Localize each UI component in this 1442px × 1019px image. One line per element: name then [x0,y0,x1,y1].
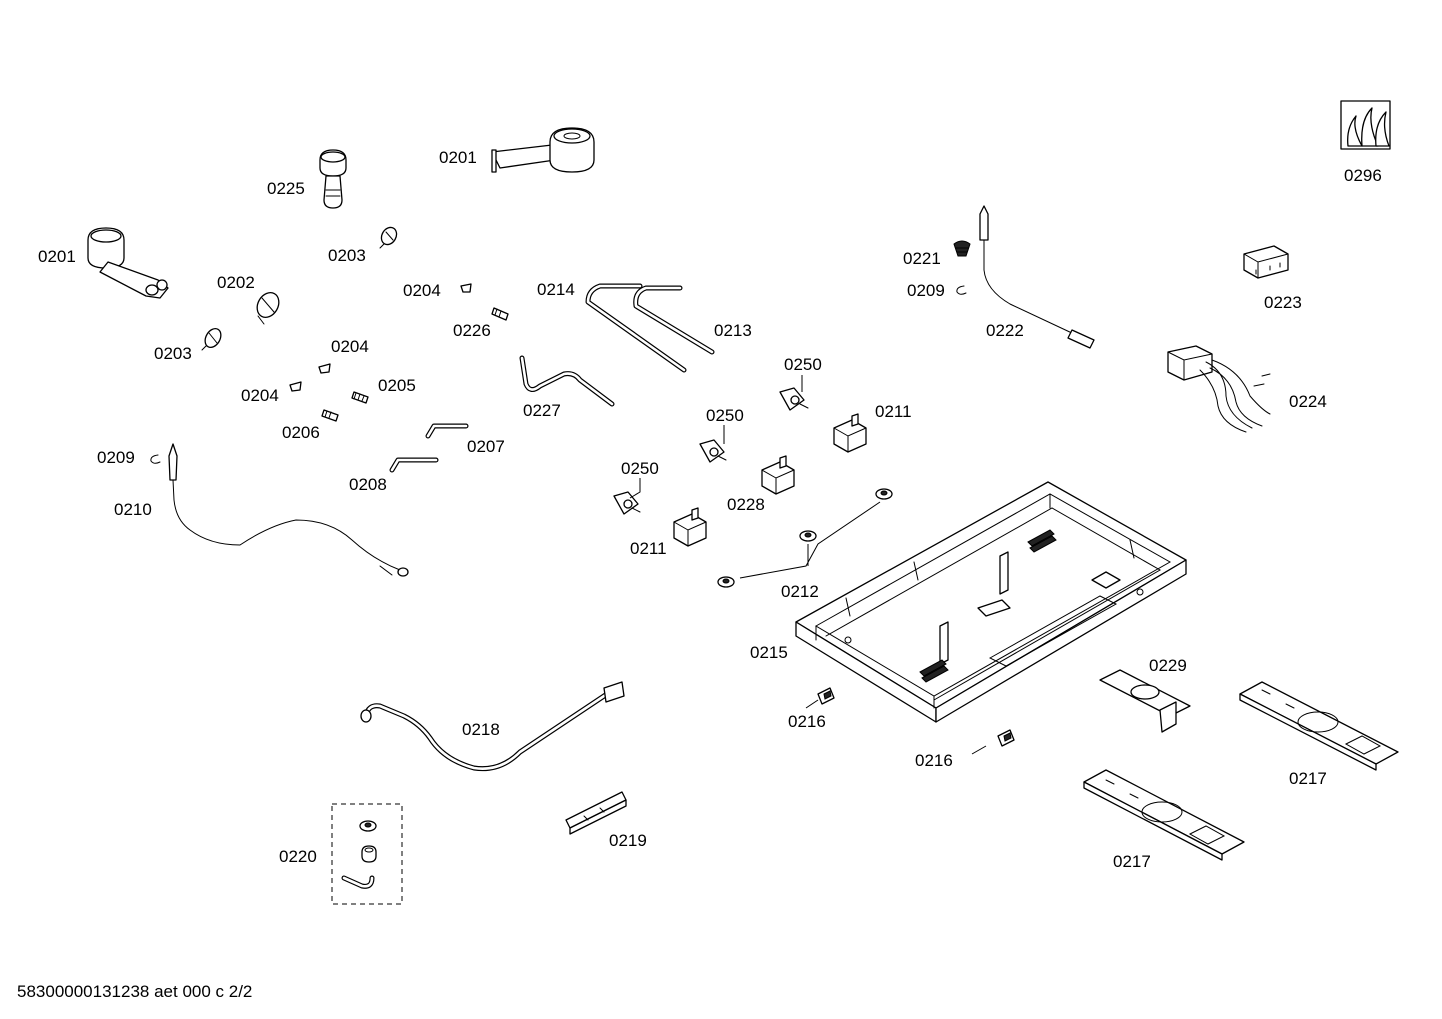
part-0202-air-regulator [256,292,280,325]
label-0201-left: 0201 [38,247,76,266]
part-0250-connector-b [699,439,727,463]
label-0205: 0205 [378,376,416,395]
label-0201-top: 0201 [439,148,477,167]
label-0225: 0225 [267,179,305,198]
part-0214-pipe [585,283,687,373]
label-0216-a: 0216 [788,712,826,731]
label-0203-upper: 0203 [328,246,366,265]
part-0218-main-gas-pipe [360,681,625,772]
part-0206-injector [321,409,339,422]
label-0250-a: 0250 [784,355,822,374]
label-0204-top: 0204 [403,281,441,300]
label-0214: 0214 [537,280,575,299]
label-0216-b: 0216 [915,751,953,770]
part-0220-connector-kit [331,803,403,905]
label-0202: 0202 [217,273,255,292]
label-0211-a: 0211 [875,402,912,421]
part-0215-base-tray [795,481,1187,723]
label-0207: 0207 [467,437,505,456]
label-0250-b: 0250 [706,406,744,425]
part-0226-injector [491,307,509,321]
part-0222-ignition-electrode [979,205,1095,349]
part-0225-injector-holder [319,149,347,209]
part-0204-nozzle-b [318,363,331,374]
label-0209-right: 0209 [907,281,945,300]
part-0205-injector [351,391,369,404]
part-0213-pipe [633,285,715,355]
label-0250-c: 0250 [621,459,659,478]
part-0227-pipe [519,355,615,407]
part-0250-connector-a [779,387,809,411]
part-0208-pipe [389,457,439,473]
label-0217-left: 0217 [1113,852,1151,871]
label-0215: 0215 [750,643,788,662]
part-0223-ignition-module [1243,245,1289,279]
label-0213: 0213 [714,321,752,340]
part-0207-pipe [425,423,469,439]
part-0216-bracket-b [997,729,1015,747]
part-0212-rubber-feet [717,488,893,588]
label-0220: 0220 [279,847,317,866]
part-0209-clip-right [956,285,967,295]
part-0201-burner-arm-top [491,127,595,173]
label-0222: 0222 [986,321,1024,340]
label-0227: 0227 [523,401,561,420]
label-0206: 0206 [282,423,320,442]
label-0221: 0221 [903,249,941,268]
label-0228: 0228 [727,495,765,514]
part-0203-air-regulator-upper [379,226,398,249]
label-0296: 0296 [1344,166,1382,185]
part-0229-bracket-plate [1099,669,1191,733]
label-0229: 0229 [1149,656,1187,675]
part-0203-air-regulator-lower [201,328,222,351]
label-0208: 0208 [349,475,387,494]
label-0203-lower: 0203 [154,344,192,363]
part-0210-thermocouple [168,443,409,577]
label-0209-left: 0209 [97,448,135,467]
label-0218: 0218 [462,720,500,739]
label-0219: 0219 [609,831,647,850]
part-0201-burner-arm-left [87,227,169,299]
part-0211-gas-valve-b [673,507,707,547]
part-0228-gas-valve [761,455,795,495]
part-0219-channel [565,791,627,835]
document-code: 58300000131238 aet 000 c 2/2 [17,982,253,1001]
part-0217-support-rail-left [1083,769,1245,861]
label-0204-mid: 0204 [331,337,369,356]
label-0212: 0212 [781,582,819,601]
part-0204-nozzle-a [460,283,472,293]
part-labels: 0201 0225 0201 0203 0202 0203 0204 0204 … [38,148,1382,871]
part-0250-connector-c [613,491,641,515]
part-0217-support-rail-right [1239,681,1399,771]
part-0211-gas-valve-a [833,413,867,453]
label-0211-b: 0211 [630,539,667,558]
label-0210: 0210 [114,500,152,519]
label-0204-low: 0204 [241,386,279,405]
gas-flame-icon [1340,100,1391,150]
part-0221-electrode-cap [953,240,971,257]
part-0209-clip-left [150,454,161,464]
label-0217-right: 0217 [1289,769,1327,788]
label-0223: 0223 [1264,293,1302,312]
part-0224-wiring-harness [1167,345,1271,433]
label-0226: 0226 [453,321,491,340]
part-0216-bracket-a [817,687,835,705]
part-0204-nozzle-c [289,381,302,392]
leader-lines [629,375,987,755]
label-0224: 0224 [1289,392,1327,411]
